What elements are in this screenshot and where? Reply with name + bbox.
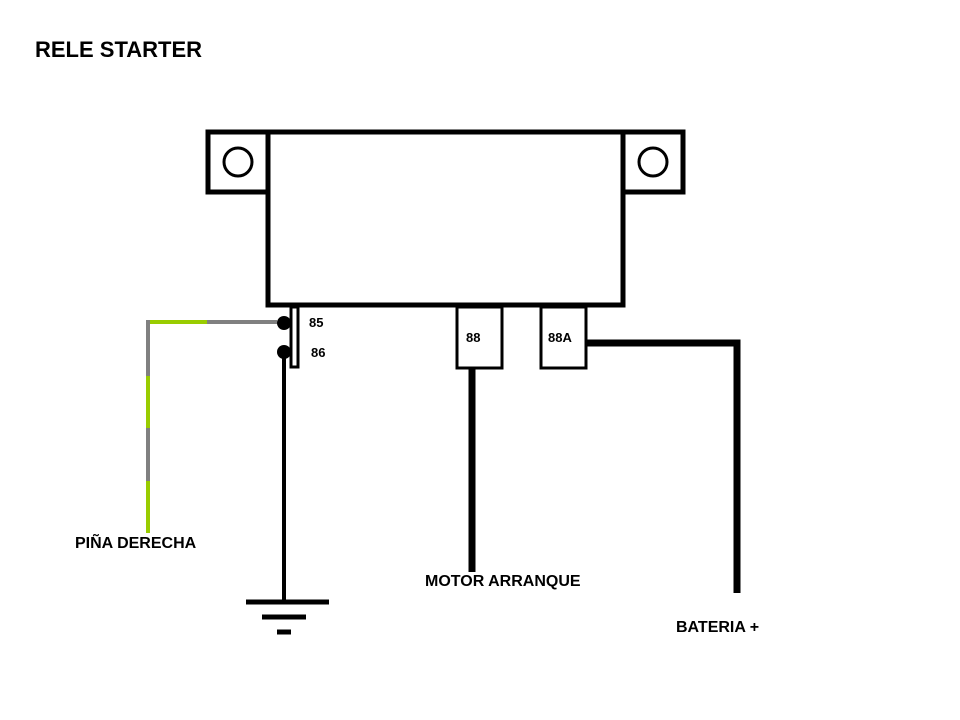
starter-motor-label: MOTOR ARRANQUE xyxy=(425,573,581,590)
pin-88-box xyxy=(455,305,504,370)
pin-88-label: 88 xyxy=(466,330,480,345)
pin-86-label: 86 xyxy=(311,345,325,360)
left-mounting-hole xyxy=(222,146,254,178)
right-handlebar-label: PIÑA DERECHA xyxy=(75,532,197,552)
pin-88a-label: 88A xyxy=(548,330,572,345)
ground-symbol xyxy=(246,599,329,635)
battery-label: BATERIA + xyxy=(676,619,759,636)
pin-85-terminal xyxy=(277,316,291,330)
right-mounting-hole xyxy=(637,146,669,178)
pin-88a-box xyxy=(539,305,588,370)
coil-pin-strip xyxy=(289,305,300,369)
relay-body xyxy=(265,129,626,308)
diagram-title: RELE STARTER xyxy=(35,37,202,62)
pin-85-label: 85 xyxy=(309,315,323,330)
wire-88a-battery xyxy=(586,339,741,593)
wire-85-handlebar xyxy=(146,320,277,533)
left-mounting-tab xyxy=(205,129,271,195)
